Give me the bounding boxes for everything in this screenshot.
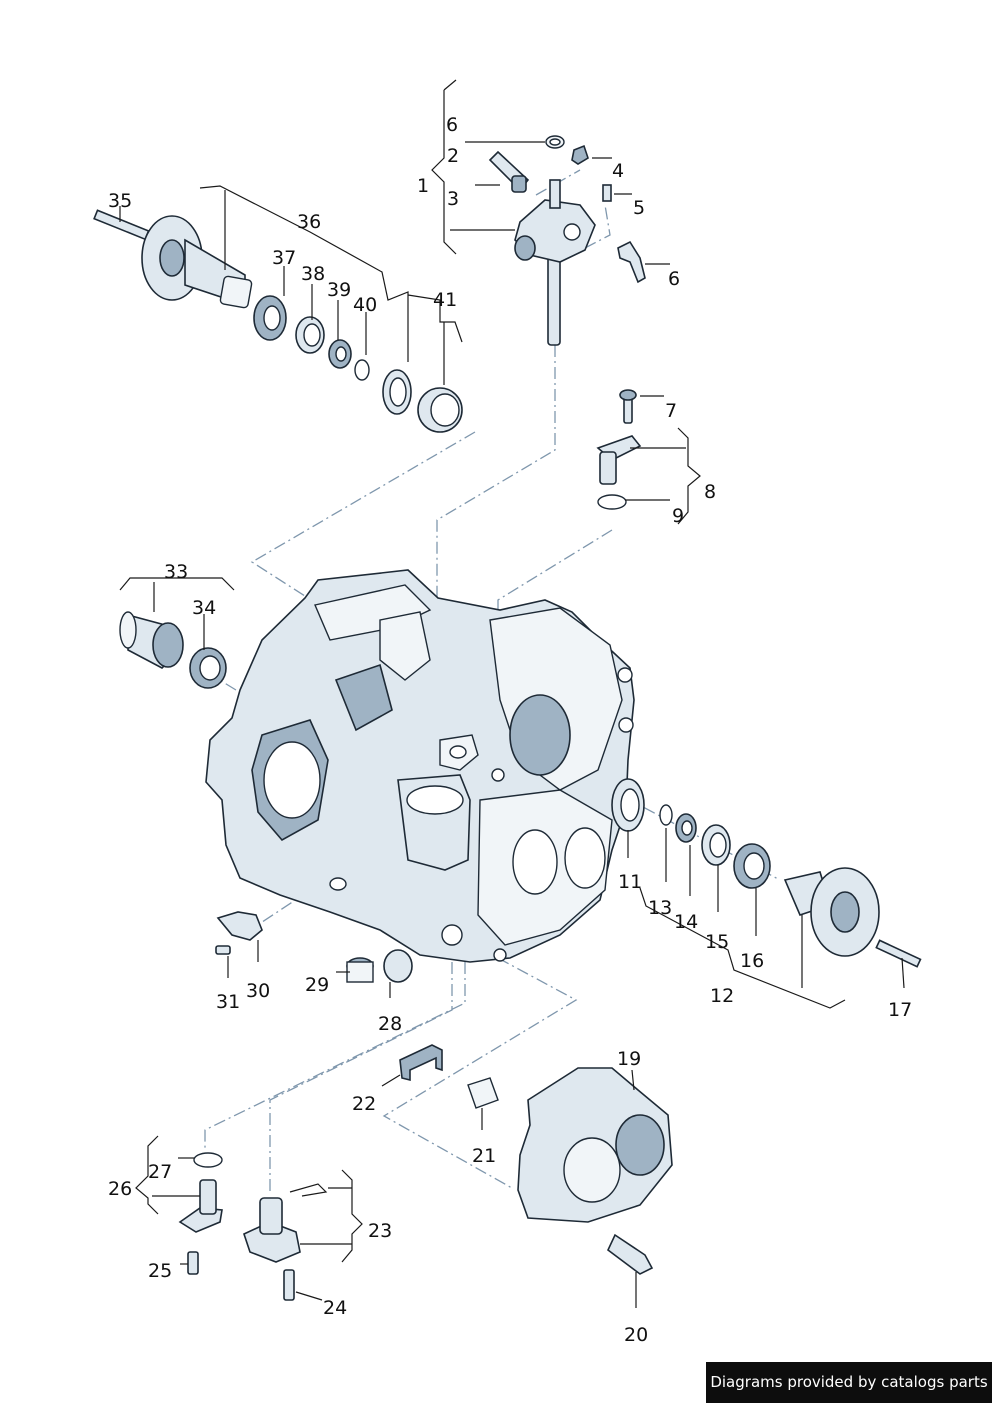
left-flange-group <box>93 209 463 433</box>
callout-20: 20 <box>624 1324 648 1346</box>
callout-24: 24 <box>323 1297 347 1319</box>
callout-41: 41 <box>433 289 457 311</box>
callout-36: 36 <box>297 211 321 233</box>
callout-25: 25 <box>148 1260 172 1282</box>
callout-6-top: 6 <box>446 114 458 136</box>
callout-33: 33 <box>164 561 188 583</box>
right-flange-group <box>611 778 922 968</box>
callout-8: 8 <box>704 481 716 503</box>
leader-lines <box>119 79 905 1308</box>
callout-14: 14 <box>674 911 698 933</box>
shift-mechanism <box>488 135 646 346</box>
callout-7: 7 <box>665 400 677 422</box>
callout-21: 21 <box>472 1145 496 1167</box>
callout-4: 4 <box>612 160 624 182</box>
callout-29: 29 <box>305 974 329 996</box>
callout-11: 11 <box>618 871 642 893</box>
callout-30: 30 <box>246 980 270 1002</box>
callout-26: 26 <box>108 1178 132 1200</box>
callout-22: 22 <box>352 1093 376 1115</box>
callout-37: 37 <box>272 247 296 269</box>
callout-labels: 1 2 3 4 5 6 6 7 8 9 11 12 13 14 15 16 17… <box>108 114 912 1346</box>
callout-27: 27 <box>148 1161 172 1183</box>
callout-34: 34 <box>192 597 216 619</box>
callout-23: 23 <box>368 1220 392 1242</box>
callout-5: 5 <box>633 197 645 219</box>
callout-39: 39 <box>327 279 351 301</box>
callout-9: 9 <box>672 505 684 527</box>
callout-2: 2 <box>447 145 459 167</box>
left-seal-group <box>119 611 227 689</box>
rear-cover-group <box>399 1044 673 1275</box>
callout-35: 35 <box>108 190 132 212</box>
cover-plate-group <box>596 389 642 510</box>
callout-40: 40 <box>353 294 377 316</box>
callout-19: 19 <box>617 1048 641 1070</box>
callout-31: 31 <box>216 991 240 1013</box>
gearbox-housing <box>205 569 635 963</box>
credit-banner: Diagrams provided by catalogs parts <box>706 1362 992 1403</box>
callout-16: 16 <box>740 950 764 972</box>
callout-17: 17 <box>888 999 912 1021</box>
lower-small-parts <box>178 911 413 1301</box>
callout-3: 3 <box>447 188 459 210</box>
callout-1: 1 <box>417 175 429 197</box>
callout-38: 38 <box>301 263 325 285</box>
callout-13: 13 <box>648 897 672 919</box>
callout-12: 12 <box>710 985 734 1007</box>
callout-15: 15 <box>705 931 729 953</box>
callout-6-right: 6 <box>668 268 680 290</box>
callout-28: 28 <box>378 1013 402 1035</box>
